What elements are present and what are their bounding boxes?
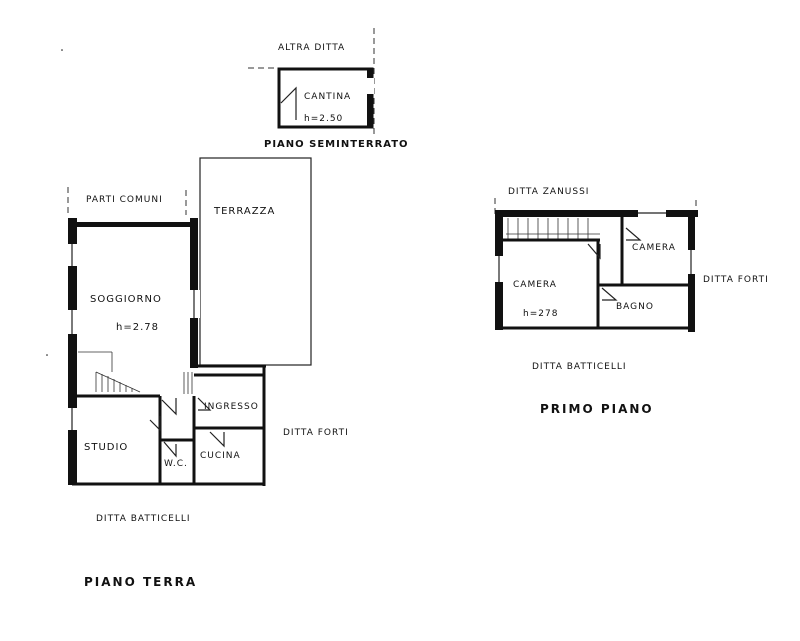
door-swing [197,397,212,411]
scan-speck [46,354,48,356]
title-piano-terra: PIANO TERRA [84,575,197,589]
room-label-ingresso: INGRESSO [204,402,259,412]
room-height-camera-large: h=278 [523,309,558,319]
door-swing [601,287,618,301]
door-swing [161,398,177,416]
room-label-studio: STUDIO [84,442,128,453]
corridor-stairs [506,218,600,240]
room-label-camera-small: CAMERA [632,243,676,253]
cantina-window [366,78,374,94]
title-primo-piano: PRIMO PIANO [540,402,654,416]
neighbor-ditta-forti: DITTA FORTI [283,428,349,438]
title-piano-seminterrato: PIANO SEMINTERRATO [264,139,409,150]
neighbor-parti-comuni: PARTI COMUNI [86,195,163,205]
door-swing [163,441,177,458]
piano-terra-plan: PARTI COMUNI TERRAZZA SOGGIORNO h=2.78 I… [66,157,349,589]
room-label-terrazza: TERRAZZA [213,206,275,217]
door-swing [209,431,225,448]
neighbor-ditta-zanussi: DITTA ZANUSSI [508,187,589,197]
semiinterrato-plan: ALTRA DITTA CANTINA h=2.50 PIANO SEMINTE… [248,28,409,150]
primo-piano-plan: DITTA ZANUSSI CAMERA DITTA FORTI CAMERA … [493,187,769,416]
room-label-cantina: CANTINA [304,92,351,102]
scan-speck [61,49,63,51]
neighbor-altra-ditta: ALTRA DITTA [278,43,345,53]
room-label-soggiorno: SOGGIORNO [90,294,162,305]
staircase [78,351,193,394]
cantina-door [280,86,297,120]
room-height-cantina: h=2.50 [304,114,343,124]
room-label-bagno: BAGNO [616,302,654,312]
room-height-soggiorno: h=2.78 [116,322,159,333]
neighbor-ditta-forti: DITTA FORTI [703,275,769,285]
room-label-camera-large: CAMERA [513,280,557,290]
neighbor-ditta-batticelli: DITTA BATTICELLI [532,362,627,372]
terrazza-outline [199,157,312,366]
door-swing [587,243,601,260]
cantina-thick-wall [367,69,373,127]
north-wall [68,222,194,227]
west-wall [68,218,77,485]
door-swing [149,416,161,432]
room-label-cucina: CUCINA [200,451,241,461]
north-wall [495,210,698,217]
room-label-wc: W.C. [164,459,188,469]
neighbor-ditta-batticelli: DITTA BATTICELLI [96,514,191,524]
door-swing [625,227,642,241]
